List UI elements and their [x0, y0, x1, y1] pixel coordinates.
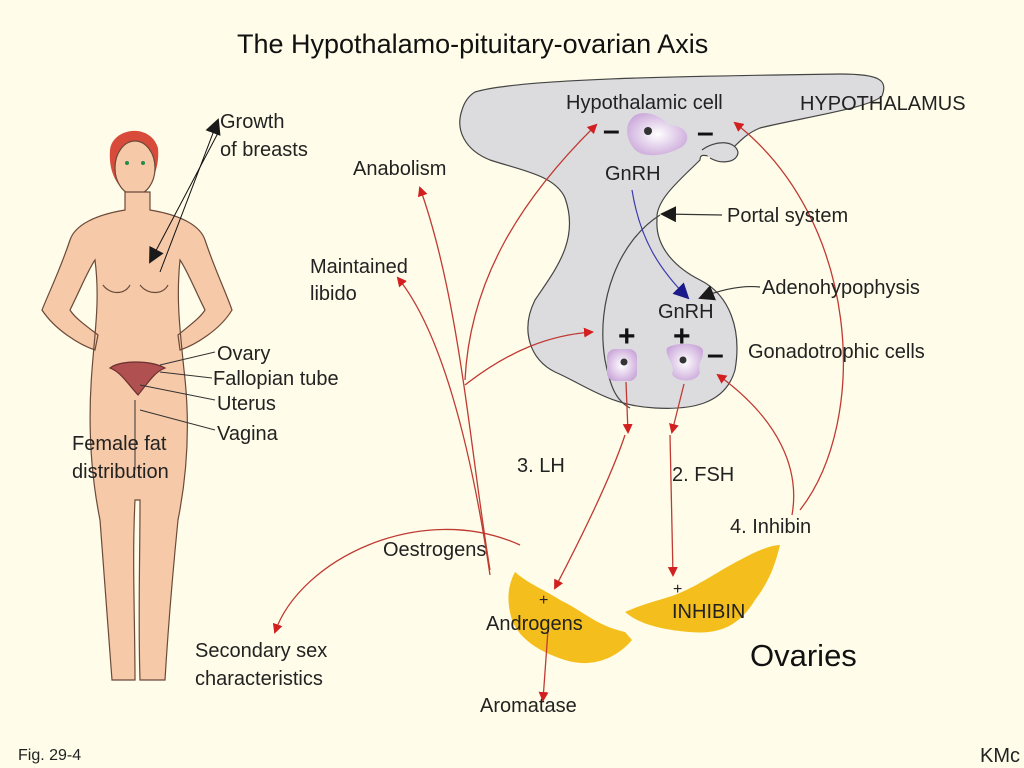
plus-sign: +: [618, 320, 636, 353]
label-female-fat: Female fat: [72, 433, 167, 455]
labels: Growth of breasts Anabolism Maintained l…: [18, 92, 1020, 767]
label-distribution: distribution: [72, 461, 169, 483]
label-hypothalamic-cell: Hypothalamic cell: [566, 92, 723, 114]
label-portal-system: Portal system: [727, 205, 848, 227]
label-fallopian-tube: Fallopian tube: [213, 368, 339, 390]
figure-number: Fig. 29-4: [18, 747, 81, 764]
female-body-figure: [41, 130, 233, 681]
gonadotrophic-cell-lh: [607, 349, 637, 381]
label-gnrh-bottom: GnRH: [658, 301, 714, 323]
label-secondary-sex: Secondary sex: [195, 640, 327, 662]
label-growth: Growth: [220, 111, 284, 133]
breast-pointer: [159, 118, 221, 273]
label-uterus: Uterus: [217, 393, 276, 415]
label-ovary: Ovary: [217, 343, 270, 365]
plus-sign-small: +: [539, 592, 548, 609]
label-anabolism: Anabolism: [353, 158, 446, 180]
anatomy-leader-lines: [134, 351, 216, 470]
minus-sign: –: [603, 114, 620, 147]
label-maintained: Maintained: [310, 256, 408, 278]
label-ovaries: Ovaries: [750, 638, 857, 673]
adenohypophysis-outline: [602, 214, 661, 409]
minus-sign: –: [707, 338, 724, 371]
label-oestrogens: Oestrogens: [383, 539, 486, 561]
label-gonadotrophic-cells: Gonadotrophic cells: [748, 341, 925, 363]
portal-system-arrow: [660, 206, 723, 223]
label-libido: libido: [310, 283, 357, 305]
feedback-arrows: [272, 121, 844, 702]
minus-sign: –: [697, 116, 714, 149]
label-inhibin-ovary: INHIBIN: [672, 601, 745, 623]
label-aromatase: Aromatase: [480, 695, 577, 717]
adenohypophysis-arrow: [698, 285, 761, 301]
label-vagina: Vagina: [217, 423, 279, 445]
plus-sign-small: +: [673, 581, 682, 598]
credit: KMc: [980, 745, 1020, 767]
label-inhibin-step: 4. Inhibin: [730, 516, 811, 538]
label-androgens: Androgens: [486, 613, 583, 635]
label-fsh: 2. FSH: [672, 464, 734, 486]
label-gnrh-top: GnRH: [605, 163, 661, 185]
gonadotrophic-cell-fsh: [666, 343, 704, 381]
ovary-left: [508, 572, 632, 664]
label-of-breasts: of breasts: [220, 139, 308, 161]
label-adenohypophysis: Adenohypophysis: [762, 277, 920, 299]
hypothalamic-cell: [627, 113, 688, 156]
label-hypothalamus: HYPOTHALAMUS: [800, 93, 966, 115]
diagram-title: The Hypothalamo-pituitary-ovarian Axis: [237, 29, 708, 59]
median-eminence-bulge: [701, 142, 739, 163]
label-characteristics: characteristics: [195, 668, 323, 690]
ovary-right: [625, 545, 780, 633]
breast-arrow: [149, 132, 219, 264]
gnrh-transport-arrow: [631, 189, 690, 300]
plus-sign: +: [673, 320, 691, 353]
label-lh: 3. LH: [517, 455, 565, 477]
